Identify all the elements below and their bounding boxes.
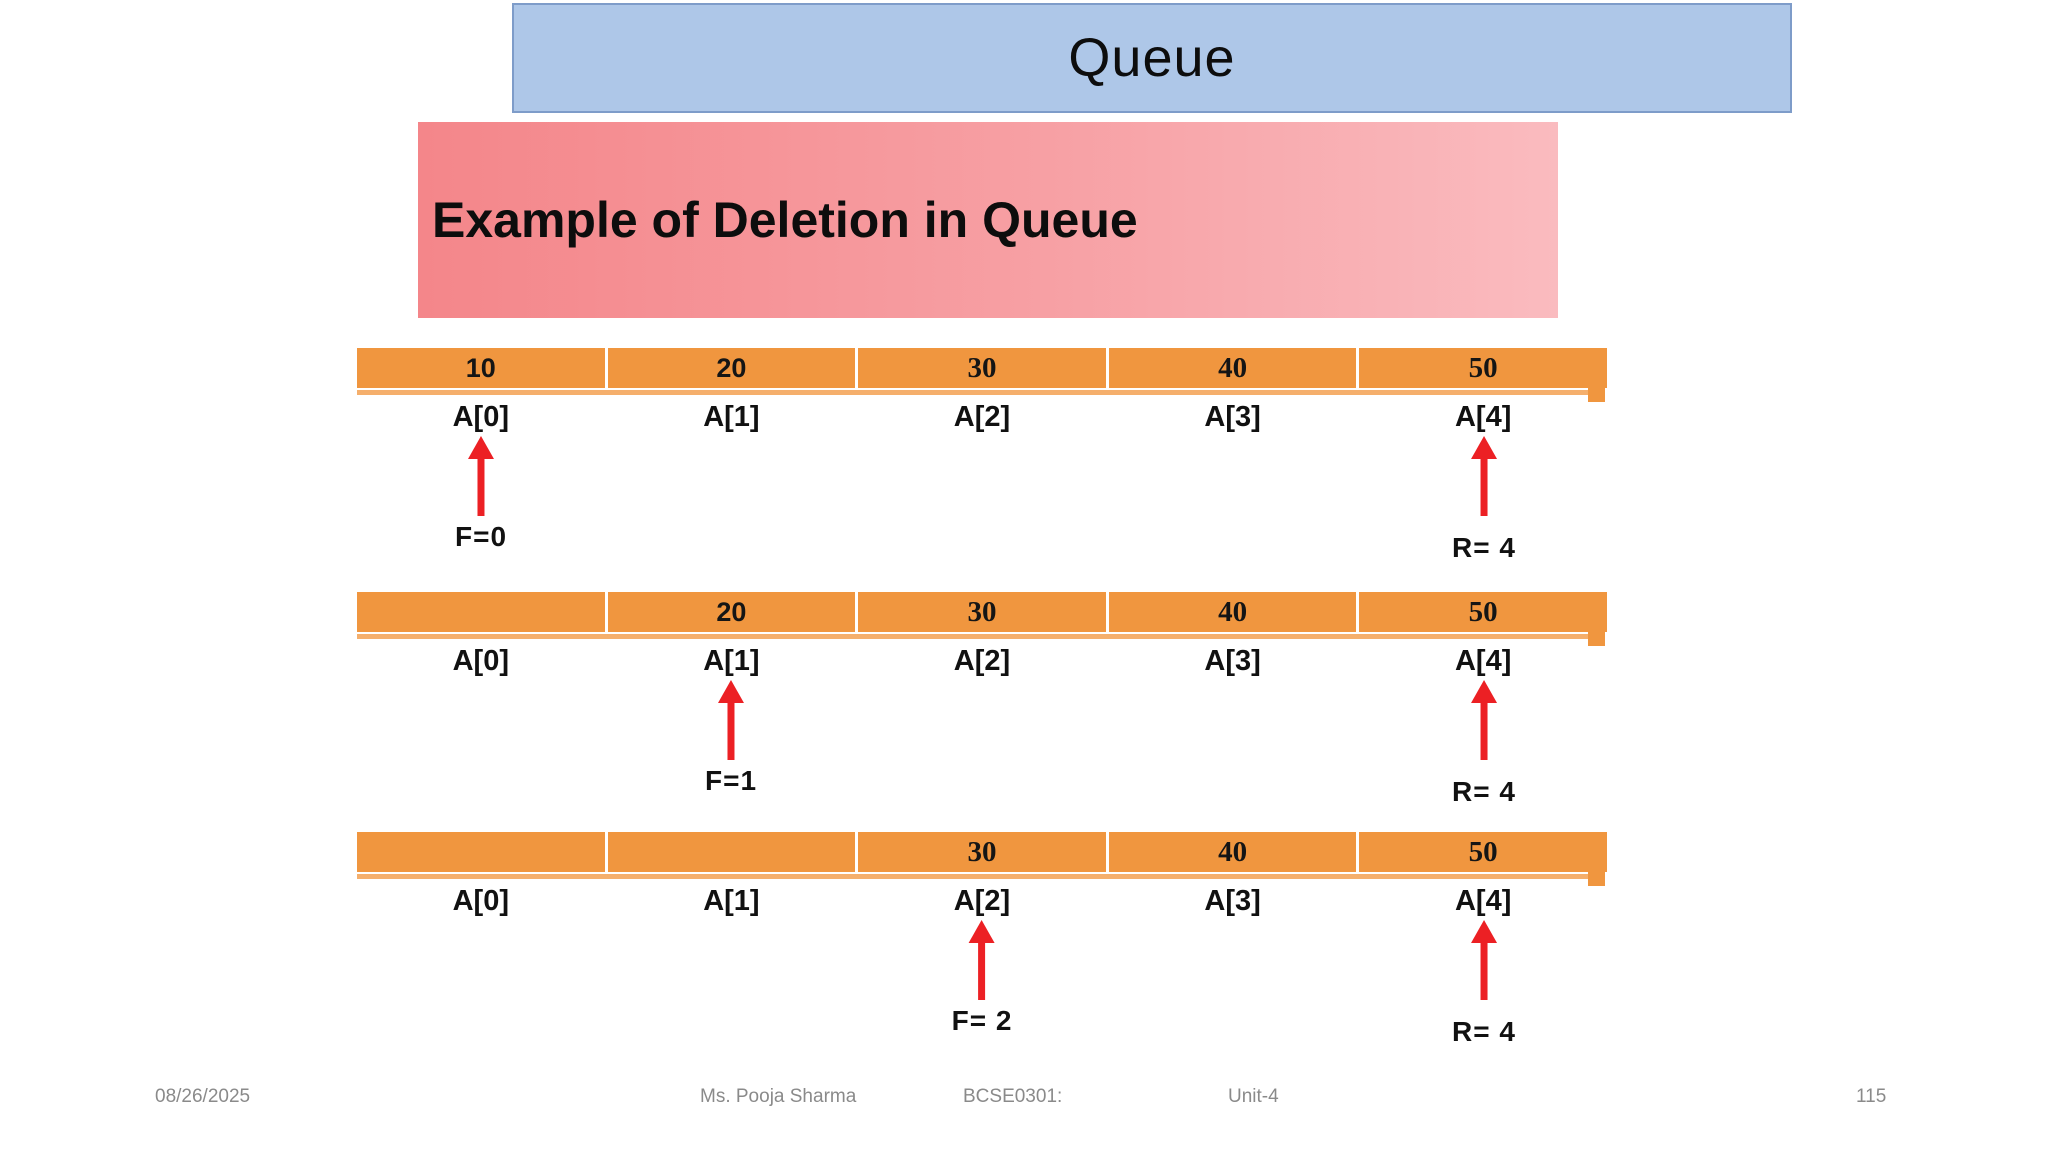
up-arrow-icon (466, 436, 496, 516)
index-label: A[2] (953, 401, 1011, 433)
index-label: A[3] (1204, 401, 1261, 433)
front-pointer: F=0 (455, 436, 507, 553)
index-label: A[1] (703, 401, 760, 433)
up-arrow-icon (716, 680, 746, 760)
queue-cell: 40 (1108, 592, 1357, 632)
front-pointer: F=1 (705, 680, 757, 797)
index-label: A[0] (452, 885, 509, 917)
bar-corner-tab (1588, 632, 1605, 646)
bar-shadow-strip (357, 874, 1595, 879)
queue-array-bar: 30 40 50 (357, 832, 1607, 872)
index-label: A[2] (953, 885, 1011, 917)
queue-cell: 50 (1359, 592, 1607, 632)
rear-pointer: R= 4 (1452, 920, 1516, 1048)
arrow-shaft (1480, 696, 1488, 760)
up-arrow-icon (1469, 680, 1499, 760)
arrow-shaft (1480, 452, 1488, 516)
queue-cell: 40 (1108, 832, 1357, 872)
queue-cell: 40 (1108, 348, 1357, 388)
index-label: A[2] (953, 645, 1011, 677)
index-label: A[0] (452, 401, 509, 433)
index-label: A[4] (1454, 885, 1512, 917)
arrow-head (969, 920, 995, 943)
rear-pointer: R= 4 (1452, 436, 1516, 564)
cell-value: 40 (1218, 835, 1248, 868)
bar-shadow-strip (357, 390, 1595, 395)
footer-unit: Unit-4 (1228, 1086, 1279, 1107)
rear-label: R= 4 (1452, 776, 1516, 807)
up-arrow-icon (1469, 920, 1499, 1000)
index-labels: A[0] A[1] A[2] A[3] A[4] (357, 645, 1607, 678)
queue-cell: 30 (858, 592, 1106, 632)
queue-cell: 50 (1359, 348, 1607, 388)
cell-value: 50 (1468, 835, 1498, 868)
queue-cell: 10 (357, 348, 605, 388)
queue-cell (607, 832, 856, 872)
front-pointer: F= 2 (952, 920, 1013, 1037)
arrow-head (468, 436, 494, 459)
arrow-shaft (727, 696, 735, 760)
footer-author: Ms. Pooja Sharma (700, 1086, 857, 1107)
arrow-shaft (1480, 936, 1488, 1000)
index-label: A[3] (1204, 885, 1261, 917)
index-label: A[1] (703, 645, 760, 677)
cell-value: 30 (967, 835, 997, 868)
rear-label: R= 4 (1452, 1016, 1516, 1047)
index-label: A[4] (1454, 401, 1512, 433)
index-label: A[3] (1204, 645, 1261, 677)
cell-value: 30 (967, 351, 997, 384)
bar-corner-tab (1588, 388, 1605, 402)
cell-value: 40 (1218, 351, 1248, 384)
queue-cell: 30 (858, 348, 1106, 388)
rear-pointer: R= 4 (1452, 680, 1516, 808)
arrow-head (1471, 436, 1497, 459)
cell-value: 10 (465, 352, 496, 383)
bar-corner-tab (1588, 872, 1605, 886)
bar-shadow-strip (357, 634, 1595, 639)
footer-page-number: 115 (1856, 1086, 1887, 1107)
footer-course-code: BCSE0301: (963, 1086, 1063, 1107)
arrow-shaft (477, 452, 485, 516)
subtitle-text: Example of Deletion in Queue (432, 192, 1138, 248)
arrow-shaft (978, 936, 986, 1000)
index-labels: A[0] A[1] A[2] A[3] A[4] (357, 885, 1607, 918)
index-labels: A[0] A[1] A[2] A[3] A[4] (357, 401, 1607, 434)
up-arrow-icon (967, 920, 997, 1000)
queue-state-1: 10 20 30 40 50 A[0] A[1] A[2] A[3] A[4] … (357, 348, 1607, 578)
queue-cell: 20 (607, 592, 856, 632)
cell-value: 40 (1218, 595, 1248, 628)
queue-cell: 30 (858, 832, 1106, 872)
index-label: A[0] (452, 645, 509, 677)
cell-value: 30 (967, 595, 997, 628)
cell-value: 20 (716, 352, 747, 383)
front-label: F=0 (454, 521, 508, 552)
queue-cell: 50 (1359, 832, 1607, 872)
up-arrow-icon (1469, 436, 1499, 516)
queue-cell (357, 592, 605, 632)
queue-cell: 20 (607, 348, 856, 388)
queue-cell (357, 832, 605, 872)
cell-value: 20 (716, 596, 747, 627)
queue-array-bar: 20 30 40 50 (357, 592, 1607, 632)
front-label: F=1 (704, 765, 758, 796)
index-label: A[1] (703, 885, 760, 917)
cell-value: 50 (1468, 351, 1498, 384)
cell-value: 50 (1468, 595, 1498, 628)
footer-date: 08/26/2025 (155, 1086, 251, 1107)
arrow-head (1471, 920, 1497, 943)
queue-array-bar: 10 20 30 40 50 (357, 348, 1607, 388)
index-label: A[4] (1454, 645, 1512, 677)
queue-state-3: 30 40 50 A[0] A[1] A[2] A[3] A[4] F= 2 R… (357, 832, 1607, 1062)
arrow-head (718, 680, 744, 703)
arrow-head (1471, 680, 1497, 703)
subtitle-banner: Example of Deletion in Queue (418, 122, 1558, 318)
front-label: F= 2 (951, 1005, 1013, 1036)
slide-title-bar: Queue (512, 3, 1792, 113)
queue-state-2: 20 30 40 50 A[0] A[1] A[2] A[3] A[4] F=1… (357, 592, 1607, 822)
rear-label: R= 4 (1452, 532, 1516, 563)
slide-title: Queue (1068, 28, 1236, 88)
